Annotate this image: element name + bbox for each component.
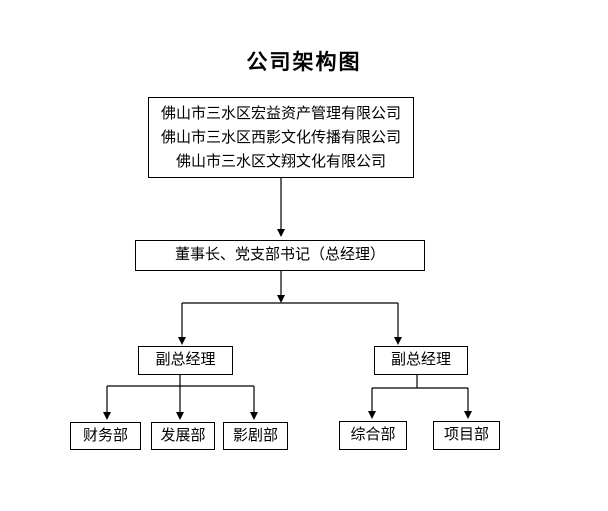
arrowhead-down (176, 412, 184, 420)
arrowhead-down (277, 295, 285, 303)
node-dept-development: 发展部 (151, 422, 215, 450)
edge-chairman-to-deputies (178, 271, 402, 345)
node-dept-project: 项目部 (433, 421, 500, 450)
node-dept-finance: 财务部 (70, 422, 141, 450)
arrowhead-down (394, 337, 402, 345)
edge-companies-to-chairman (277, 178, 285, 237)
node-deputy-manager-right: 副总经理 (374, 346, 468, 375)
page-title: 公司架构图 (246, 50, 362, 74)
company-name: 佛山市三水区文翔文化有限公司 (175, 153, 386, 170)
arrowhead-down (178, 337, 186, 345)
node-chairman-general-manager: 董事长、党支部书记（总经理） (135, 240, 425, 271)
arrowhead-down (464, 411, 472, 419)
node-holding-companies: 佛山市三水区宏益资产管理有限公司 佛山市三水区西影文化传播有限公司 佛山市三水区… (148, 97, 414, 178)
arrowhead-down (103, 412, 111, 420)
arrowhead-down (277, 229, 285, 237)
edge-deputy-left-to-departments (103, 375, 258, 420)
company-name: 佛山市三水区宏益资产管理有限公司 (160, 105, 401, 122)
node-dept-general-affairs: 综合部 (339, 421, 407, 450)
arrowhead-down (368, 411, 376, 419)
company-name: 佛山市三水区西影文化传播有限公司 (160, 129, 401, 146)
node-dept-theater: 影剧部 (223, 422, 288, 450)
arrowhead-down (250, 412, 258, 420)
edge-deputy-right-to-departments (368, 375, 472, 419)
node-deputy-manager-left: 副总经理 (138, 346, 233, 375)
